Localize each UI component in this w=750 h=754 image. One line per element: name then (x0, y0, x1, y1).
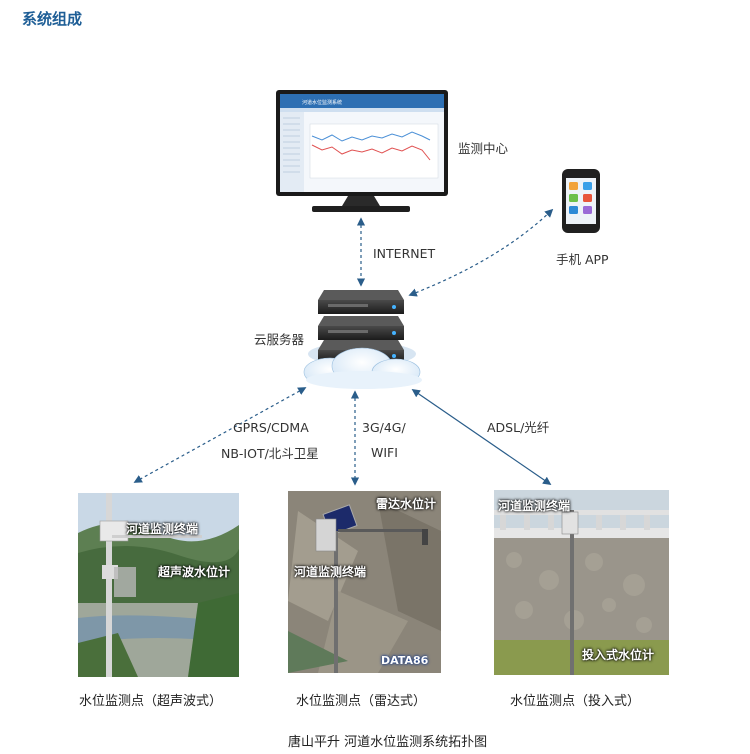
page-heading: 系统组成 (22, 10, 83, 28)
monitor-icon (276, 90, 448, 212)
link-label-3g: 3G/4G/ (362, 420, 406, 435)
overlay-sensor-1: 超声波水位计 (158, 565, 231, 579)
link-adsl (411, 389, 552, 485)
link-label-nbiot: NB-IOT/北斗卫星 (221, 446, 319, 461)
overlay-sensor-3: 投入式水位计 (582, 648, 655, 662)
monitor-center-label: 监测中心 (458, 141, 509, 156)
overlay-sensor-2: 雷达水位计 (376, 497, 437, 511)
link-label-gprs: GPRS/CDMA (233, 420, 309, 435)
site-caption-radar: 水位监测点（雷达式） (296, 694, 427, 709)
site-caption-ultrasonic: 水位监测点（超声波式） (79, 694, 223, 709)
overlay-terminal-1: 河道监测终端 (126, 522, 199, 536)
site-photo-submersible: 河道监测终端 投入式水位计 (494, 490, 669, 675)
site-photo-ultrasonic: 河道监测终端 超声波水位计 (78, 493, 239, 677)
phone-icon (562, 169, 600, 233)
figure-caption: 唐山平升 河道水位监测系统拓扑图 (288, 735, 488, 750)
monitor-screen-title: 河道水位监测系统 (302, 99, 342, 106)
overlay-terminal-3: 河道监测终端 (498, 499, 571, 513)
link-label-wifi: WIFI (371, 445, 398, 460)
cloud-server-label: 云服务器 (254, 332, 305, 347)
site-photo-radar: 雷达水位计 河道监测终端 DATA86 (288, 491, 441, 673)
mobile-app-label: 手机 APP (556, 252, 609, 267)
radar-scene (288, 491, 441, 673)
brand-logo: DATA86 (381, 654, 429, 667)
site-caption-submersible: 水位监测点（投入式） (510, 694, 641, 709)
link-label-internet: INTERNET (373, 246, 436, 261)
cloud-icon (303, 347, 422, 389)
ultrasonic-scene (78, 493, 239, 677)
overlay-terminal-2: 河道监测终端 (294, 565, 367, 579)
link-label-adsl: ADSL/光纤 (487, 420, 550, 435)
link-gprs (133, 387, 307, 483)
submersible-scene (494, 490, 669, 675)
